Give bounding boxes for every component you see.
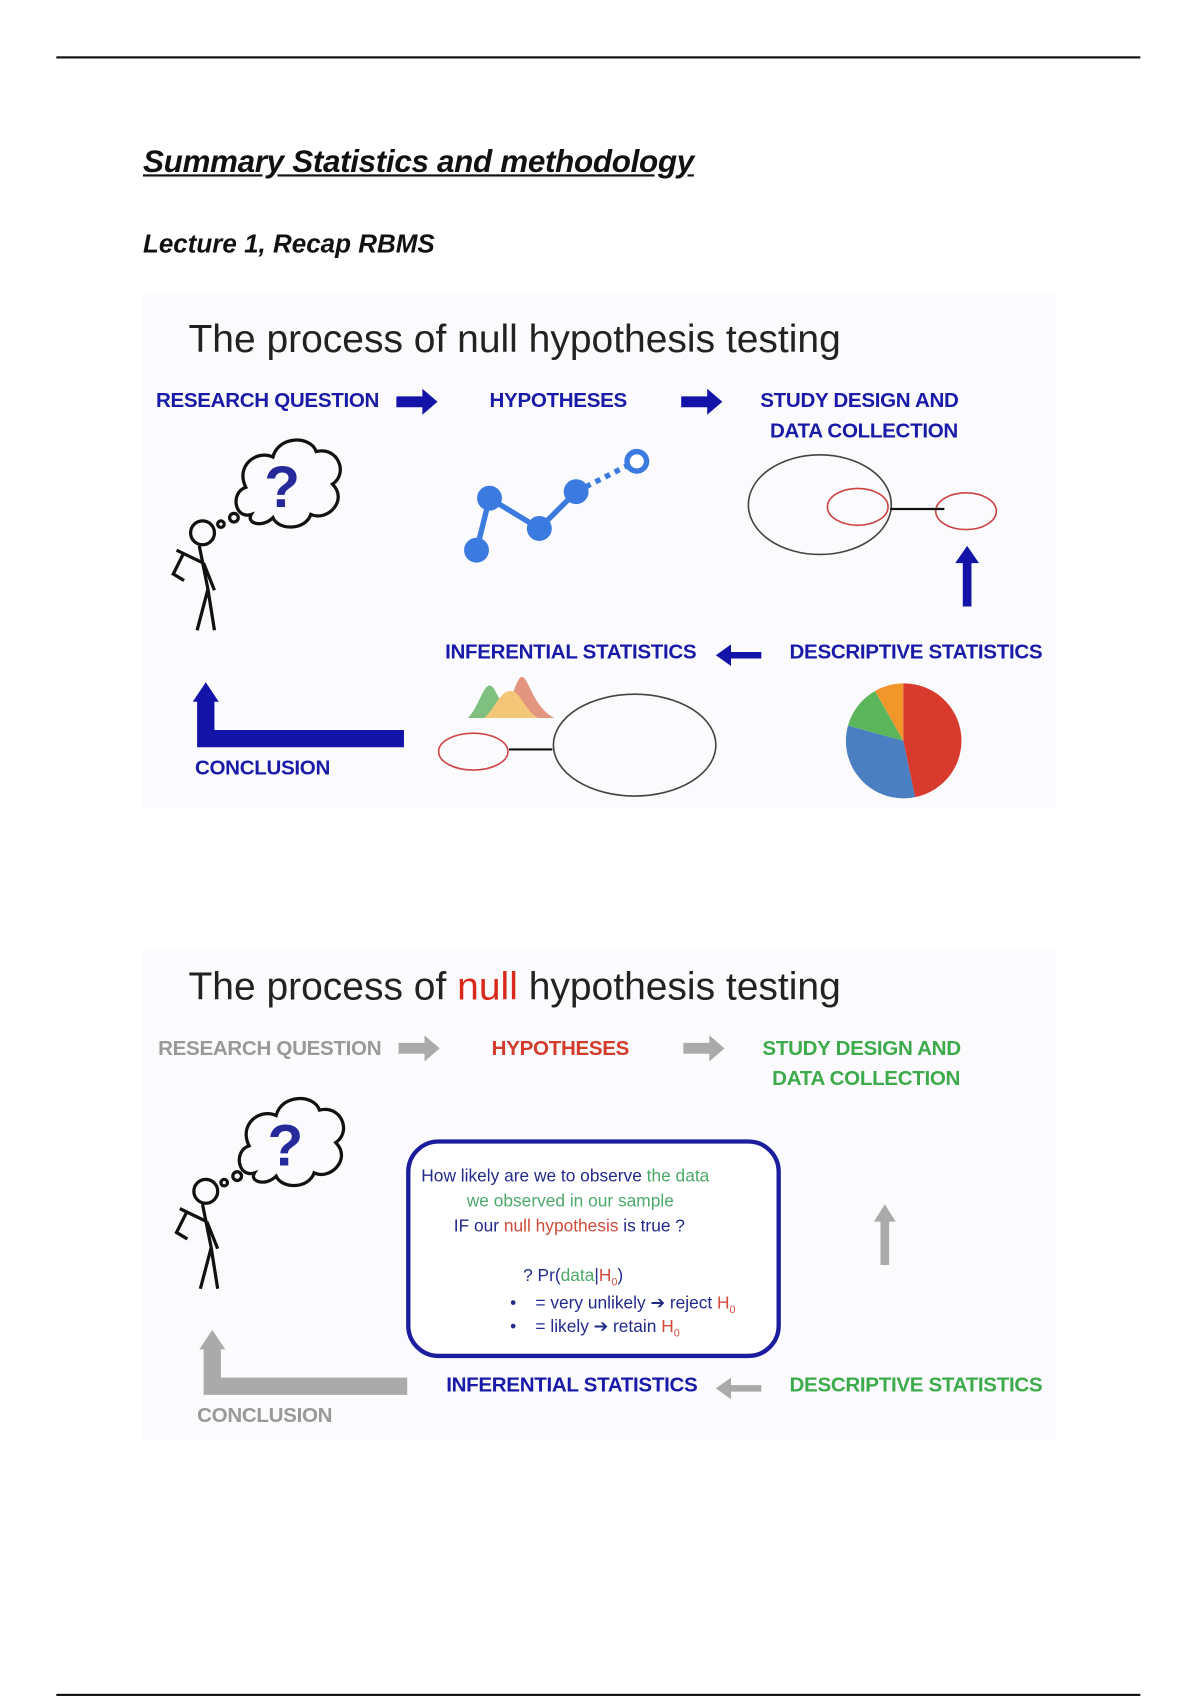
label-study-design: STUDY DESIGN AND bbox=[762, 1037, 961, 1061]
label-inferential-statistics: INFERENTIAL STATISTICS bbox=[446, 1374, 698, 1398]
text: H bbox=[717, 1294, 730, 1313]
label-research-question: RESEARCH QUESTION bbox=[155, 389, 380, 413]
text: null hypothesis bbox=[503, 1217, 619, 1236]
label-data-collection: DATA COLLECTION bbox=[772, 1067, 961, 1091]
thinking-person-icon bbox=[174, 1177, 220, 1290]
null-hypothesis-explanation-box: How likely are we to observe the data we… bbox=[406, 1139, 781, 1359]
arrow-icon bbox=[396, 388, 980, 667]
text: 0 bbox=[729, 1304, 736, 1317]
slide-1: The process of null hypothesis testing R… bbox=[142, 292, 1056, 808]
hypothesis-line-icon bbox=[464, 448, 650, 563]
label-descriptive-statistics: DESCRIPTIVE STATISTICS bbox=[789, 641, 1043, 664]
conclusion-arrow-icon bbox=[197, 695, 404, 748]
footer-rule bbox=[56, 1693, 1141, 1696]
title-null-highlight: null bbox=[457, 963, 518, 1009]
population-sample-icon bbox=[747, 454, 998, 556]
slide-title: The process of null hypothesis testing bbox=[188, 964, 840, 1009]
text: ? Pr( bbox=[523, 1267, 561, 1286]
text: 0 bbox=[611, 1277, 618, 1289]
document-title: Summary Statistics and methodology bbox=[142, 145, 694, 180]
text: H bbox=[661, 1318, 674, 1337]
title-part: The process of bbox=[188, 963, 458, 1009]
text: ) bbox=[617, 1267, 624, 1286]
box-line: we observed in our sample bbox=[466, 1192, 674, 1211]
arrow-icon bbox=[398, 1035, 896, 1400]
question-mark-icon: ? bbox=[268, 1113, 304, 1178]
slide-1-graphics: ? bbox=[171, 388, 998, 799]
label-hypotheses: HYPOTHESES bbox=[491, 1037, 630, 1061]
label-conclusion: CONCLUSION bbox=[194, 757, 331, 780]
bullet-retain: • = likely ➔ retain H0 bbox=[510, 1316, 680, 1340]
slide-2-graphics: ? bbox=[174, 1035, 896, 1400]
slide-title: The process of null hypothesis testing bbox=[188, 316, 841, 361]
question-mark-icon: ? bbox=[264, 455, 300, 520]
label-descriptive-statistics: DESCRIPTIVE STATISTICS bbox=[789, 1374, 1043, 1398]
text: is true ? bbox=[618, 1217, 685, 1236]
pie-chart-icon bbox=[845, 683, 962, 799]
population-sample-icon bbox=[437, 693, 717, 797]
label-study-design: STUDY DESIGN AND bbox=[760, 389, 959, 413]
bullet: • bbox=[510, 1294, 517, 1313]
label-hypotheses: HYPOTHESES bbox=[489, 389, 628, 413]
thought-cloud-icon bbox=[216, 438, 342, 530]
text: = very unlikely ➔ reject bbox=[535, 1294, 718, 1313]
text: = likely ➔ retain bbox=[535, 1318, 662, 1337]
bullet-reject: • = very unlikely ➔ reject H0 bbox=[510, 1292, 735, 1316]
slide-2: The process of null hypothesis testing R… bbox=[142, 950, 1056, 1441]
title-part: hypothesis testing bbox=[517, 963, 841, 1009]
thinking-person-icon bbox=[171, 519, 217, 631]
label-conclusion: CONCLUSION bbox=[197, 1404, 333, 1428]
text: IF our bbox=[453, 1217, 504, 1236]
document-subtitle: Lecture 1, Recap RBMS bbox=[142, 229, 435, 259]
text: data bbox=[560, 1267, 595, 1286]
thought-cloud-icon bbox=[219, 1096, 346, 1188]
conclusion-arrow-icon bbox=[203, 1342, 408, 1395]
label-research-question: RESEARCH QUESTION bbox=[158, 1037, 382, 1061]
text: 0 bbox=[673, 1327, 680, 1340]
label-inferential-statistics: INFERENTIAL STATISTICS bbox=[445, 641, 697, 664]
box-line: IF our null hypothesis is true ? bbox=[454, 1217, 685, 1236]
text: H bbox=[598, 1267, 612, 1286]
text: | bbox=[594, 1267, 599, 1286]
text: the data bbox=[646, 1167, 710, 1186]
box-line: How likely are we to observe the data bbox=[421, 1167, 709, 1186]
probability-formula: ? Pr(data|H0) bbox=[523, 1267, 623, 1289]
label-data-collection: DATA COLLECTION bbox=[770, 420, 958, 443]
header-rule bbox=[56, 56, 1141, 59]
distribution-curves-icon bbox=[467, 676, 555, 719]
bullet: • bbox=[510, 1318, 517, 1337]
text: How likely are we to observe bbox=[421, 1167, 647, 1186]
